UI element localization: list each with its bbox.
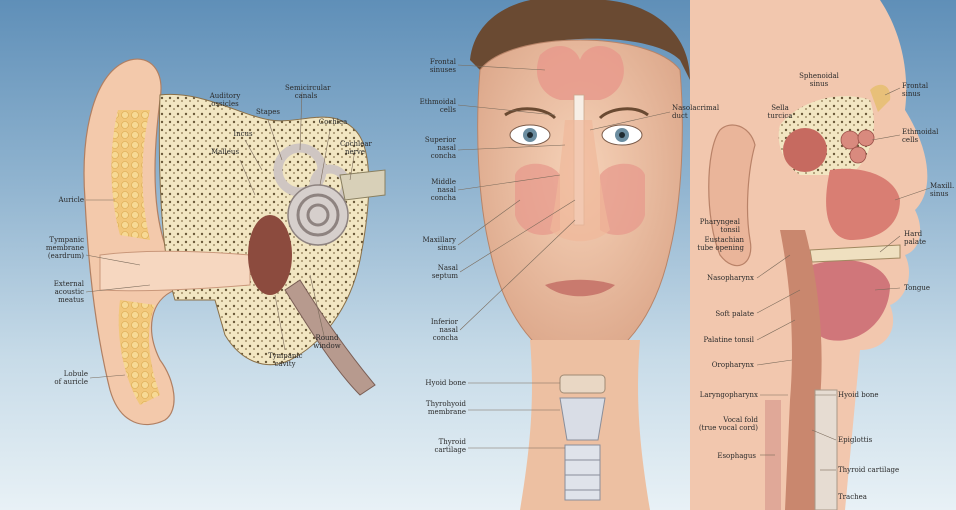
sphenoid-sinus-shape [783, 128, 827, 172]
label-nasopharynx: Nasopharynx [694, 274, 754, 282]
label-middle-nasal-concha: Middle nasal concha [412, 178, 456, 202]
label-nasolacrimal-duct: Nasolacrimal duct [672, 104, 722, 120]
cochlea [288, 185, 348, 245]
label-oropharynx: Oropharynx [694, 361, 754, 369]
ear-canal [100, 251, 250, 291]
label-sphenoidal-sinus: Sphenoidal sinus [798, 72, 840, 88]
label-incus: Incus [232, 130, 254, 138]
label-auricle: Auricle [40, 196, 84, 204]
trachea-shape [815, 390, 837, 510]
label-frontal-sinus-sag: Frontal sinus [902, 82, 942, 98]
label-pharyngeal-tonsil: Pharyngeal tonsil [690, 218, 740, 234]
label-maxillary-sinus-sag: Maxill. sinus [930, 182, 954, 198]
label-maxillary-sinus: Maxillary sinus [412, 236, 456, 252]
label-stapes: Stapes [255, 108, 281, 116]
label-superior-nasal-concha: Superior nasal concha [412, 136, 456, 160]
label-laryngopharynx: Laryngopharynx [690, 391, 758, 399]
label-hard-palate: Hard palate [904, 230, 944, 246]
tympanic-cavity [248, 215, 292, 295]
label-cochlear-nerve: Cochlear nerve [340, 140, 370, 156]
label-lobule: Lobule of auricle [40, 370, 88, 386]
label-auditory-ossicles: Auditory ossicles [205, 92, 245, 108]
label-vocal-fold: Vocal fold (true vocal cord) [684, 416, 758, 432]
label-external-acoustic-meatus: External acoustic meatus [30, 280, 84, 304]
label-thyroid-cartilage-sag: Thyroid cartilage [838, 466, 908, 474]
label-ethmoidal-cells: Ethmoidal cells [412, 98, 456, 114]
face-frontal [470, 0, 690, 510]
label-thyroid-cartilage-face: Thyroid cartilage [410, 438, 466, 454]
label-nasal-septum: Nasal septum [414, 264, 458, 280]
label-palatine-tonsil: Palatine tonsil [688, 336, 754, 344]
label-epiglottis: Epiglottis [838, 436, 888, 444]
label-inferior-nasal-concha: Inferior nasal concha [414, 318, 458, 342]
label-trachea: Trachea [838, 493, 878, 501]
label-sella-turcica: Sella turcica [765, 104, 795, 120]
label-tympanic-cavity: Tympanic cavity [268, 352, 302, 368]
label-tympanic-membrane: Tympanic membrane (eardrum) [30, 236, 84, 260]
cochlear-nerve-shape [340, 170, 385, 200]
label-round-window: Round window [312, 334, 342, 350]
label-hyoid-bone-face: Hyoid bone [410, 379, 466, 387]
label-malleus: Malleus [210, 148, 240, 156]
label-tongue: Tongue [904, 284, 944, 292]
ear-cross-section [84, 59, 385, 424]
label-thyrohyoid-membrane: Thyrohyoid membrane [410, 400, 466, 416]
label-semicircular-canals: Semicircular canals [285, 84, 327, 100]
label-frontal-sinuses: Frontal sinuses [412, 58, 456, 74]
label-eustachian-tube: Eustachian tube opening [670, 236, 744, 252]
label-cochlea: Cochlea [318, 118, 348, 126]
label-soft-palate: Soft palate [700, 310, 754, 318]
label-ethmoidal-cells-sag: Ethmoidal cells [902, 128, 942, 144]
label-hyoid-bone-sag: Hyoid bone [838, 391, 888, 399]
label-esophagus: Esophagus [700, 452, 756, 460]
